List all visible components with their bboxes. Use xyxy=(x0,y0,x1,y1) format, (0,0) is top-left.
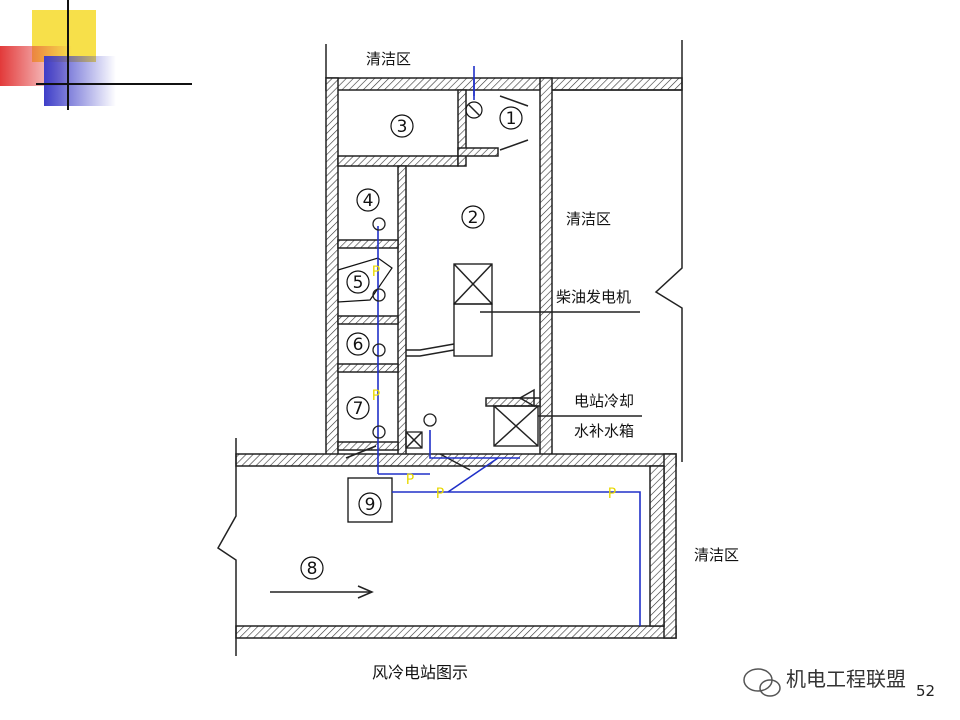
watermark: 机电工程联盟 xyxy=(743,667,906,697)
piping xyxy=(372,66,641,626)
room-9-label: 9 xyxy=(365,495,376,515)
room-markers: 1 2 3 4 5 6 7 8 9 xyxy=(300,106,523,580)
room-1-marker xyxy=(499,106,523,130)
pressure-marker: P xyxy=(608,486,616,502)
valve-icon xyxy=(372,343,386,357)
room-5-label: 5 xyxy=(353,273,364,293)
watermark-text: 机电工程联盟 xyxy=(786,667,906,691)
valve-icon xyxy=(372,217,386,231)
clean-zone-label-right: 清洁区 xyxy=(566,210,611,228)
corner-decoration xyxy=(0,0,192,110)
building-walls xyxy=(235,77,683,639)
cooling-tank-label-1: 电站冷却 xyxy=(574,392,634,410)
valve-icon xyxy=(372,288,386,302)
equipment xyxy=(270,101,642,599)
page-number: 52 xyxy=(916,682,935,700)
room-8-marker xyxy=(300,556,324,580)
valve-icon xyxy=(372,425,386,439)
break-lines xyxy=(217,40,683,656)
pressure-marker: P xyxy=(436,486,444,502)
room-4-marker xyxy=(356,188,380,212)
room-2-label: 2 xyxy=(468,208,479,228)
room-8-label: 8 xyxy=(307,559,318,579)
diagram-title: 风冷电站图示 xyxy=(372,663,468,682)
generator-body xyxy=(453,303,493,357)
pressure-marker: P xyxy=(372,264,380,280)
doors xyxy=(345,95,529,471)
room-5-marker xyxy=(346,270,370,294)
room-9-unit xyxy=(347,477,393,523)
pressure-marker: P xyxy=(372,388,380,404)
diesel-generator-label: 柴油发电机 xyxy=(556,288,631,306)
room-6-marker xyxy=(346,332,370,356)
cooling-tank-label-2: 水补水箱 xyxy=(574,422,634,440)
room-3-label: 3 xyxy=(397,117,408,137)
room-4-label: 4 xyxy=(363,191,374,211)
valve-icon xyxy=(423,413,437,427)
room-9-marker xyxy=(358,492,382,516)
room-1-label: 1 xyxy=(506,109,517,129)
room-3-marker xyxy=(390,114,414,138)
room-7-label: 7 xyxy=(353,399,364,419)
pressure-markers: P P P P P xyxy=(372,264,616,502)
cooling-tank xyxy=(493,405,539,447)
room-6-label: 6 xyxy=(353,335,364,355)
fan-icon xyxy=(465,101,483,119)
pressure-marker: P xyxy=(406,472,414,488)
clean-zone-label-bottom-right: 清洁区 xyxy=(694,546,739,564)
room-7-marker xyxy=(346,396,370,420)
room-2-marker xyxy=(461,205,485,229)
clean-zone-label-top: 清洁区 xyxy=(366,50,411,68)
